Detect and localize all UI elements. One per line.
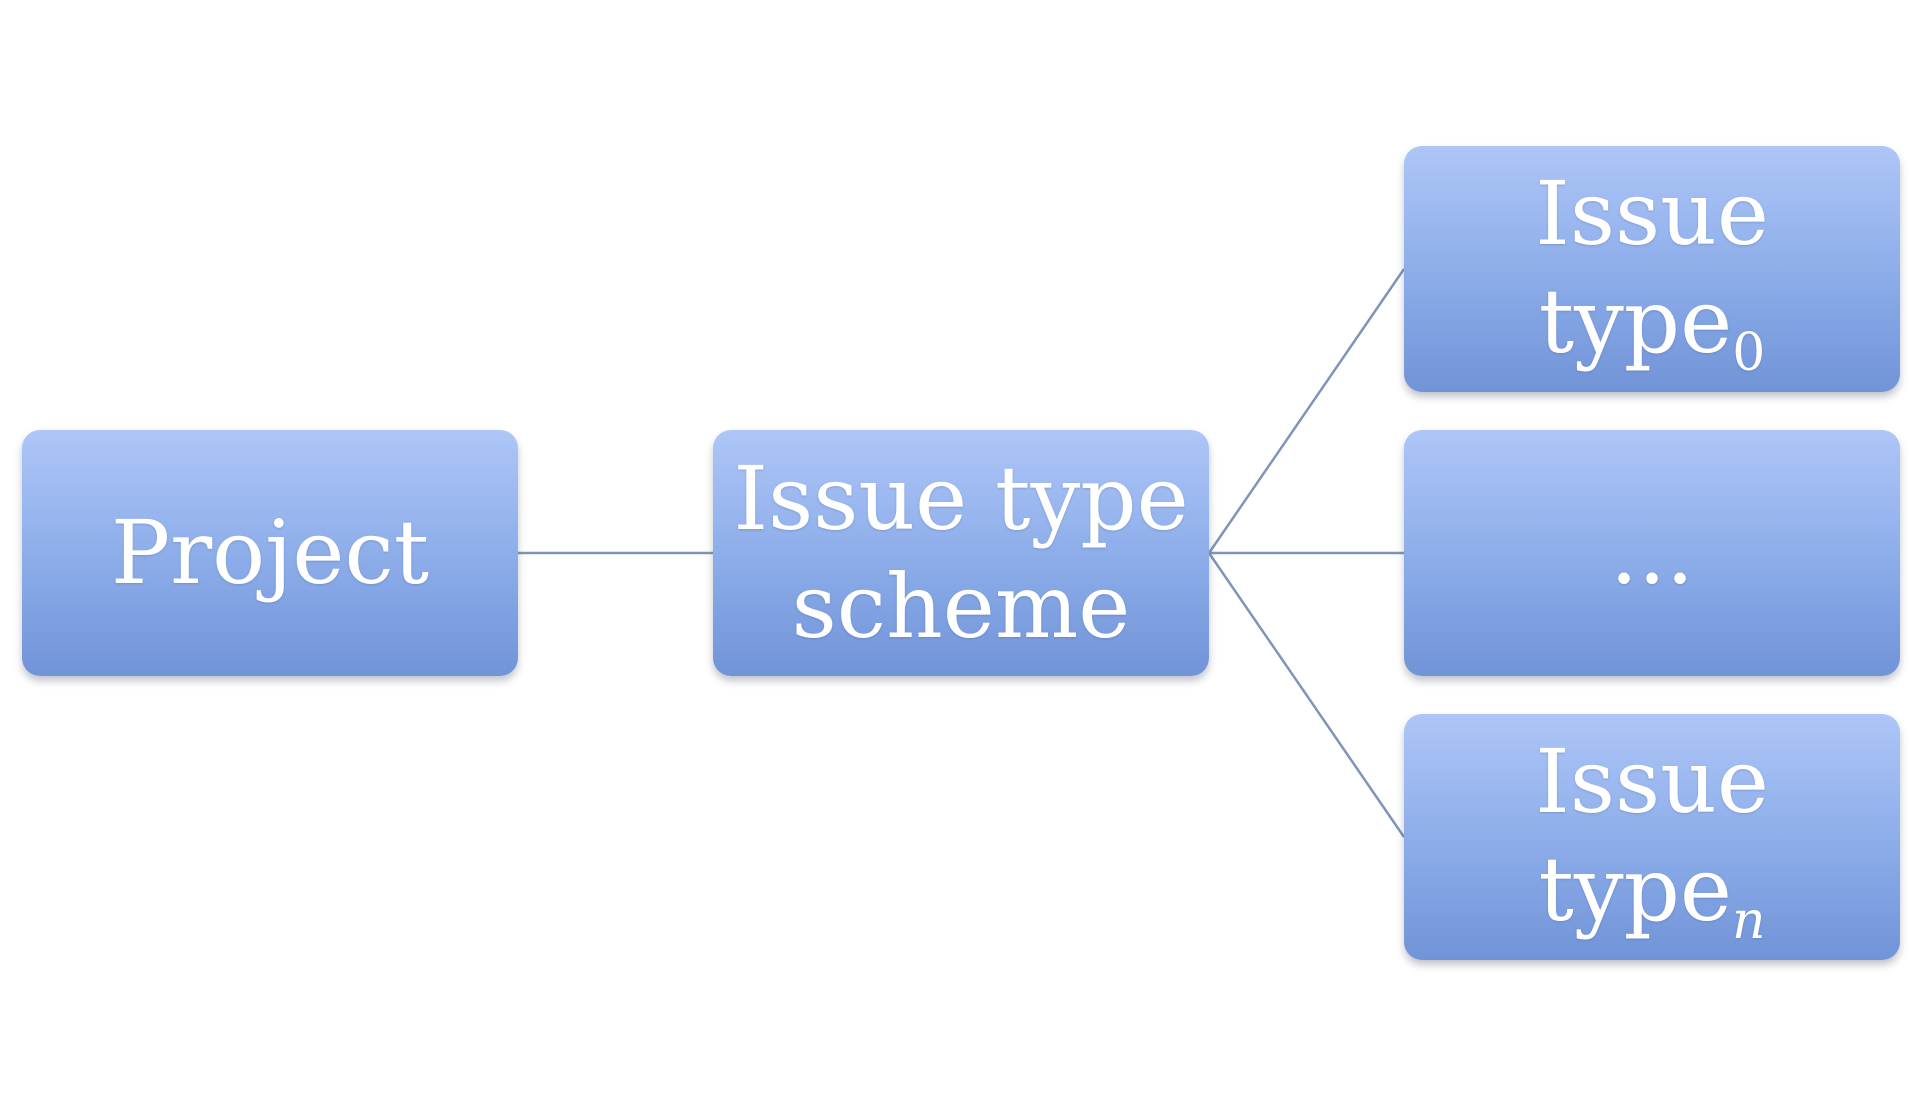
node-type-first-line2-wrap: type0 [1539,268,1766,379]
node-project: Project [22,430,518,676]
node-type-last-line1: Issue [1535,729,1769,833]
node-issue-type-scheme: Issue type scheme [713,430,1209,676]
node-issue-type-last: Issue typen [1404,714,1900,960]
node-type-first-line2: type [1538,269,1733,373]
edge-scheme-type-first [1207,268,1406,554]
node-type-last-line2: type [1538,837,1733,941]
node-issue-type-first: Issue type0 [1404,146,1900,392]
node-type-last-line2-wrap: typen [1539,836,1766,947]
node-type-first-line1: Issue [1535,161,1769,265]
node-ellipsis-label: ... [1610,501,1694,604]
edge-scheme-type-last [1207,552,1406,838]
node-scheme-line2: scheme [791,555,1131,658]
node-scheme-line1: Issue type [733,447,1189,550]
node-project-label: Project [110,501,430,604]
node-ellipsis: ... [1404,430,1900,676]
node-type-last-subscript: n [1732,890,1766,951]
node-type-first-subscript: 0 [1732,322,1766,383]
